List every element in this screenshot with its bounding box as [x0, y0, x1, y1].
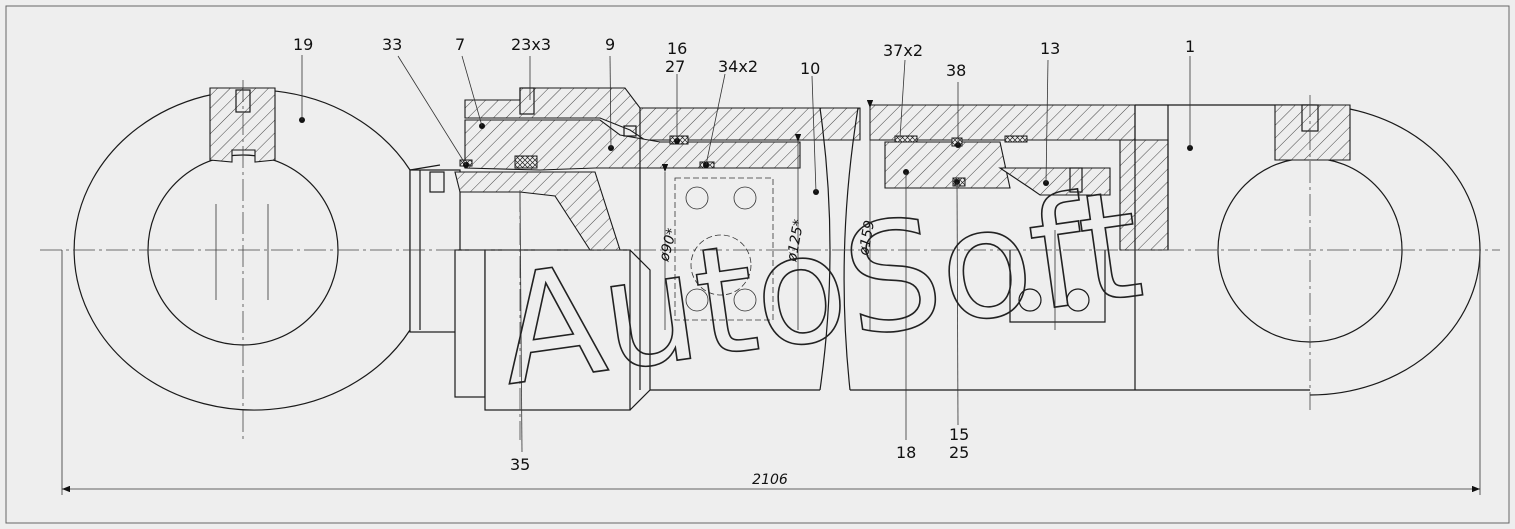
part-callouts: 19 33 7 23x3 9 16 27 34x2 10 37x2 38 13 … — [293, 35, 1195, 474]
callout-13: 13 — [1040, 39, 1060, 58]
callout-18: 18 — [896, 443, 916, 462]
port-blocks — [674, 177, 1106, 330]
dia-tube-label: ø159 — [856, 219, 878, 258]
callout-37x2: 37x2 — [883, 41, 923, 60]
overall-length-value: 2106 — [752, 472, 788, 488]
piston-rod — [409, 169, 651, 411]
callout-15: 15 — [949, 425, 969, 444]
callout-35: 35 — [510, 455, 530, 474]
gland-section — [429, 87, 861, 251]
diameter-dimensions: ø90* ø125* ø159 — [656, 100, 878, 330]
leader-lines — [301, 55, 1191, 453]
overall-dimension: 2106 — [61, 250, 1481, 495]
callout-9: 9 — [605, 35, 615, 54]
left-eye — [73, 87, 441, 411]
callout-1: 1 — [1185, 37, 1195, 56]
callout-16: 16 — [667, 39, 687, 58]
callout-38: 38 — [946, 61, 966, 80]
cylinder-tube — [639, 104, 1310, 391]
callout-7: 7 — [455, 35, 465, 54]
drawing-frame — [5, 5, 1510, 524]
callout-34x2: 34x2 — [718, 57, 758, 76]
tube-section — [869, 104, 1169, 251]
callout-23x3: 23x3 — [511, 35, 551, 54]
callout-33: 33 — [382, 35, 402, 54]
callout-27: 27 — [665, 57, 685, 76]
callout-19: 19 — [293, 35, 313, 54]
callout-10: 10 — [800, 59, 820, 78]
dia-bore-label: ø125* — [784, 218, 807, 263]
callout-25: 25 — [949, 443, 969, 462]
